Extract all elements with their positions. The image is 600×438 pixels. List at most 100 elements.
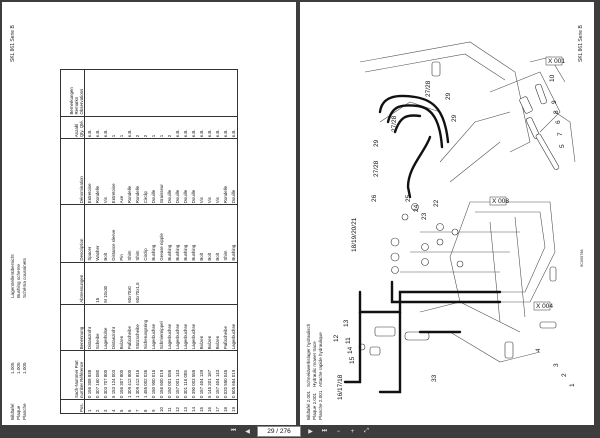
table-cell-qty: 1: [109, 116, 117, 139]
table-cell-fr: Graisseur: [157, 138, 165, 205]
table-cell-designation: Paßscheibe: [125, 304, 133, 351]
table-cell-dim: [213, 262, 221, 305]
table-cell-designation: Lagerhülse: [101, 304, 109, 351]
table-cell-remarks: [197, 69, 205, 117]
callout-middle: 25: [405, 194, 412, 202]
table-cell-en: Distance sleeve: [109, 204, 117, 263]
table-cell-part-no: 0 303 707 800: [101, 350, 109, 400]
table-cell-remarks: [141, 69, 149, 117]
doc-label: Planche: [22, 403, 27, 420]
table-cell-fr: Entretoise: [84, 138, 93, 205]
table-cell-en: Bolt: [197, 204, 205, 263]
table-cell-part-no: 0 157 404 139: [197, 350, 205, 400]
table-cell-en: Bushing: [229, 204, 238, 263]
table-cell-remarks: [149, 69, 157, 117]
table-cell-designation: Distanzrohr: [84, 304, 93, 351]
callout-middle: 23: [421, 212, 428, 220]
table-cell-dim: 60x70x0: [125, 262, 133, 305]
table-cell-designation: Lagerbuchse: [229, 304, 238, 351]
table-cell-designation: Bolzen: [197, 304, 205, 351]
table-cell-dim: M 10x30: [101, 262, 109, 305]
table-cell-qty: 1: [149, 116, 157, 139]
callout-left-column: 15: [349, 356, 356, 364]
table-cell-fr: Rondelle: [221, 138, 229, 205]
table-cell-qty: n.B.: [221, 116, 229, 139]
zoom-in-icon[interactable]: +: [350, 428, 355, 435]
col-denomination: Dénomination: [60, 138, 85, 205]
table-cell-dim: [141, 262, 149, 305]
zoom-out-icon[interactable]: −: [336, 428, 341, 435]
table-cell-en: Pin: [117, 204, 125, 263]
table-cell-qty: n.B.: [205, 116, 213, 139]
next-page-icon[interactable]: ▶: [308, 429, 313, 435]
callout-upper: 27/28: [425, 80, 432, 97]
callout-left-column: 11: [345, 337, 352, 344]
table-cell-designation: Scheibe: [93, 304, 101, 351]
table-cell-qty: 1: [157, 116, 165, 139]
table-cell-designation: Bolzen: [205, 304, 213, 351]
callout-left-column: 16/17/18: [337, 374, 344, 400]
right-diagram-page: SKL 861 Serie B 9C005798 Bildtafel 2.001…: [300, 2, 594, 425]
page-number-field[interactable]: 29 / 276: [257, 426, 301, 437]
table-cell-dim: [197, 262, 205, 305]
table-cell-en: Shim: [125, 204, 133, 263]
table-cell-designation: Lagerbuchse: [181, 304, 189, 351]
table-cell-dim: [189, 262, 197, 305]
fullscreen-icon[interactable]: ⤢: [364, 428, 369, 434]
table-cell-remarks: [101, 69, 109, 117]
table-cell-part-no: 0 390 003 555: [189, 350, 197, 400]
table-cell-pos: 7: [133, 399, 141, 414]
callout-boxed: X 004: [536, 303, 553, 310]
table-cell-dim: [84, 262, 93, 305]
callout-bottom: 3: [553, 363, 560, 367]
callout-upper: 27/28: [391, 115, 398, 132]
table-cell-en: Bushing: [173, 204, 181, 263]
table-cell-dim: 15: [93, 262, 101, 305]
table-cell-designation: Distanzrohr: [109, 304, 117, 351]
first-page-icon[interactable]: ⏮: [230, 428, 237, 434]
table-cell-designation: Schmiernippel: [157, 304, 165, 351]
table-cell-pos: 14: [189, 399, 197, 414]
table-cell-remarks: [117, 69, 125, 117]
table-cell-qty: n.B.: [213, 116, 221, 139]
callout-top-right: 8: [553, 110, 560, 114]
last-page-icon[interactable]: ⏭: [321, 428, 328, 434]
table-cell-remarks: [205, 69, 213, 117]
table-cell-pos: 9: [149, 399, 157, 414]
table-cell-part-no: 0 020 550 045: [221, 350, 229, 400]
table-cell-fr: Douille: [229, 138, 238, 205]
table-cell-fr: Rondelle: [125, 138, 133, 205]
callout-middle: 27/28: [373, 160, 380, 177]
callout-middle: 29: [451, 114, 458, 122]
callout-lower: 33: [431, 374, 438, 382]
callout-bottom: 1: [569, 383, 576, 387]
table-cell-fr: Douille: [149, 138, 157, 205]
callout-bottom: 2: [561, 373, 568, 377]
table-cell-dim: [181, 262, 189, 305]
table-cell-remarks: [84, 69, 93, 117]
prev-page-icon[interactable]: ◀: [245, 429, 250, 435]
table-cell-part-no: 0 150 001 055: [165, 350, 173, 400]
table-cell-fr: Douille: [189, 138, 197, 205]
table-cell-qty: 1: [117, 116, 125, 139]
table-cell-qty: n.B.: [229, 116, 238, 139]
table-cell-pos: 12: [173, 399, 181, 414]
callout-middle: 26: [371, 194, 378, 202]
table-cell-pos: 15: [197, 399, 205, 414]
table-cell-designation: Bolzen: [213, 304, 221, 351]
callout-middle: 22: [433, 199, 440, 207]
table-cell-part-no: 1 309 412 800: [125, 350, 133, 400]
table-cell-fr: Entretoise: [109, 138, 117, 205]
table-cell-en: Bushing: [189, 204, 197, 263]
